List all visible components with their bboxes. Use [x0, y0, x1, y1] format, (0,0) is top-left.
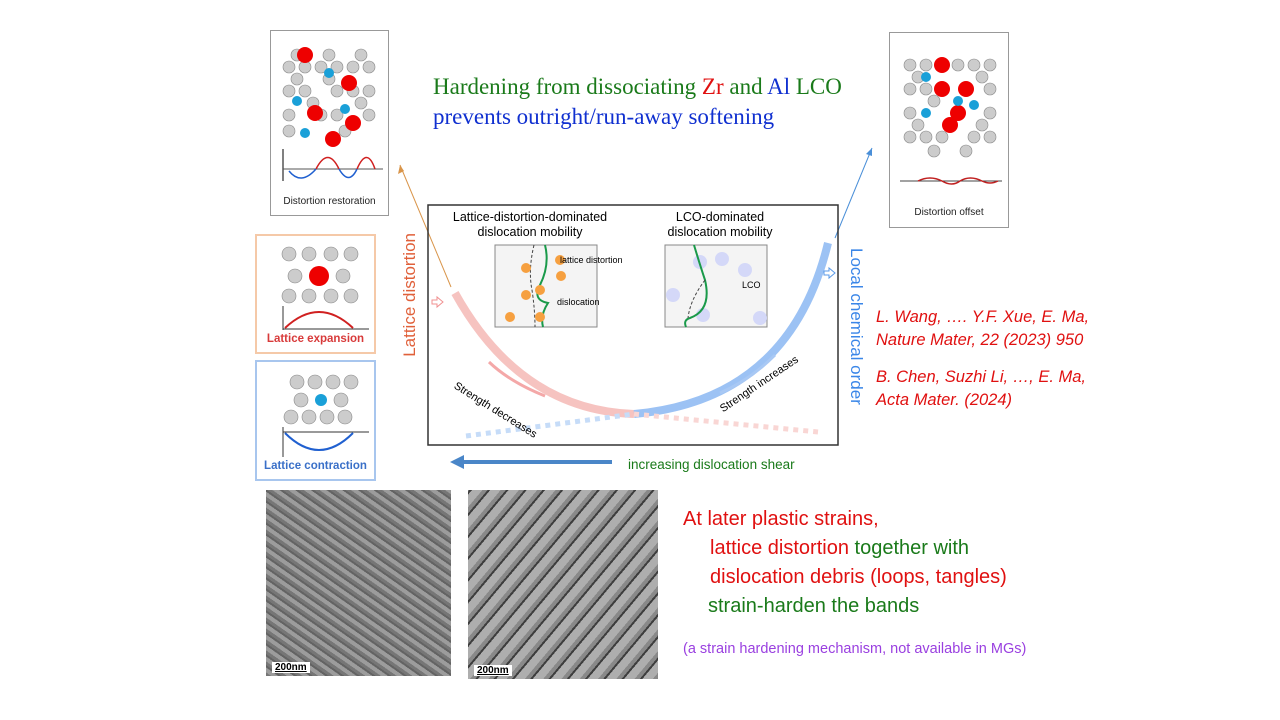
- distortion-offset-panel: Distortion offset: [889, 32, 1009, 228]
- lattice-contraction-caption: Lattice contraction: [264, 460, 367, 472]
- arrow-to-restoration: [399, 164, 452, 288]
- note-line: strain-harden the bands: [708, 595, 920, 617]
- dislocation-callout: dislocation: [557, 297, 600, 307]
- lattice-distortion-inset: [494, 244, 598, 328]
- scale-bar-label: 200nm: [474, 665, 512, 676]
- reference-line: Acta Mater. (2024): [876, 391, 1013, 409]
- reference-line: L. Wang, …. Y.F. Xue, E. Ma,: [876, 308, 1090, 326]
- shear-arrow-head-icon: [450, 455, 464, 469]
- zr-text: Zr: [701, 74, 724, 99]
- lattice-contraction-panel: Lattice contraction: [255, 360, 376, 481]
- note-aside: (a strain hardening mechanism, not avail…: [683, 641, 1027, 657]
- note-line: At later plastic strains,: [683, 508, 879, 530]
- notes: At later plastic strains, lattice distor…: [683, 505, 1026, 664]
- strength-increases-arrow: [719, 353, 777, 395]
- lco-inset: [664, 244, 768, 328]
- right-hollow-arrow-icon: [823, 266, 836, 280]
- tem-image-2: 200nm: [468, 490, 658, 679]
- strength-decreases-arrow: [487, 360, 546, 398]
- tem-image-1: 200nm: [266, 490, 451, 676]
- left-hollow-arrow-icon: [431, 295, 444, 309]
- title-text: Hardening from dissociating: [433, 74, 702, 99]
- scale-bar-label: 200nm: [272, 662, 310, 673]
- heading-line: dislocation mobility: [477, 225, 583, 239]
- atomic-lattice-figure: [282, 47, 383, 181]
- note-text: together with: [848, 537, 970, 559]
- distortion-dashed-curve: [633, 411, 819, 435]
- lattice-expansion-figure: [281, 246, 369, 330]
- distortion-restoration-caption: Distortion restoration: [283, 196, 376, 207]
- local-chemical-order-axis-label: Local chemical order: [847, 248, 866, 405]
- main-diagram-frame: [427, 204, 839, 446]
- lattice-expansion-panel: Lattice expansion: [255, 234, 376, 354]
- arrow-head-icon: [866, 148, 872, 156]
- lco-dashed-curve: [465, 411, 635, 439]
- arrow-head-icon: [398, 165, 404, 174]
- lattice-distortion-callout: lattice distortion: [560, 255, 623, 265]
- slide-title: Hardening from dissociating Zr and Al LC…: [433, 72, 842, 132]
- title-text: and: [723, 74, 768, 99]
- distortion-restoration-panel: Distortion restoration: [270, 30, 389, 216]
- shear-label: increasing dislocation shear: [628, 457, 795, 472]
- heading-line: dislocation mobility: [667, 225, 773, 239]
- lattice-expansion-caption: Lattice expansion: [266, 333, 365, 345]
- reference-line: Nature Mater, 22 (2023) 950: [876, 331, 1084, 349]
- title-text: LCO: [790, 74, 842, 99]
- reference-line: B. Chen, Suzhi Li, …, E. Ma,: [876, 368, 1087, 386]
- heading-line: Lattice-distortion-dominated: [452, 210, 608, 224]
- subtitle: prevents outright/run-away softening: [433, 104, 775, 129]
- distortion-offset-caption: Distortion offset: [914, 207, 984, 218]
- al-text: Al: [767, 74, 791, 99]
- lattice-distortion-curve: [451, 291, 635, 418]
- lco-callout: LCO: [742, 280, 761, 290]
- note-line: dislocation debris (loops, tangles): [710, 566, 1007, 588]
- heading-line: LCO-dominated: [675, 210, 765, 224]
- arrow-to-offset: [834, 147, 873, 239]
- lco-curve: [633, 242, 832, 418]
- atomic-lattice-figure: [900, 57, 1002, 185]
- lattice-contraction-figure: [282, 374, 369, 457]
- references: L. Wang, …. Y.F. Xue, E. Ma, Nature Mate…: [876, 306, 1089, 412]
- note-text: lattice distortion: [710, 537, 849, 559]
